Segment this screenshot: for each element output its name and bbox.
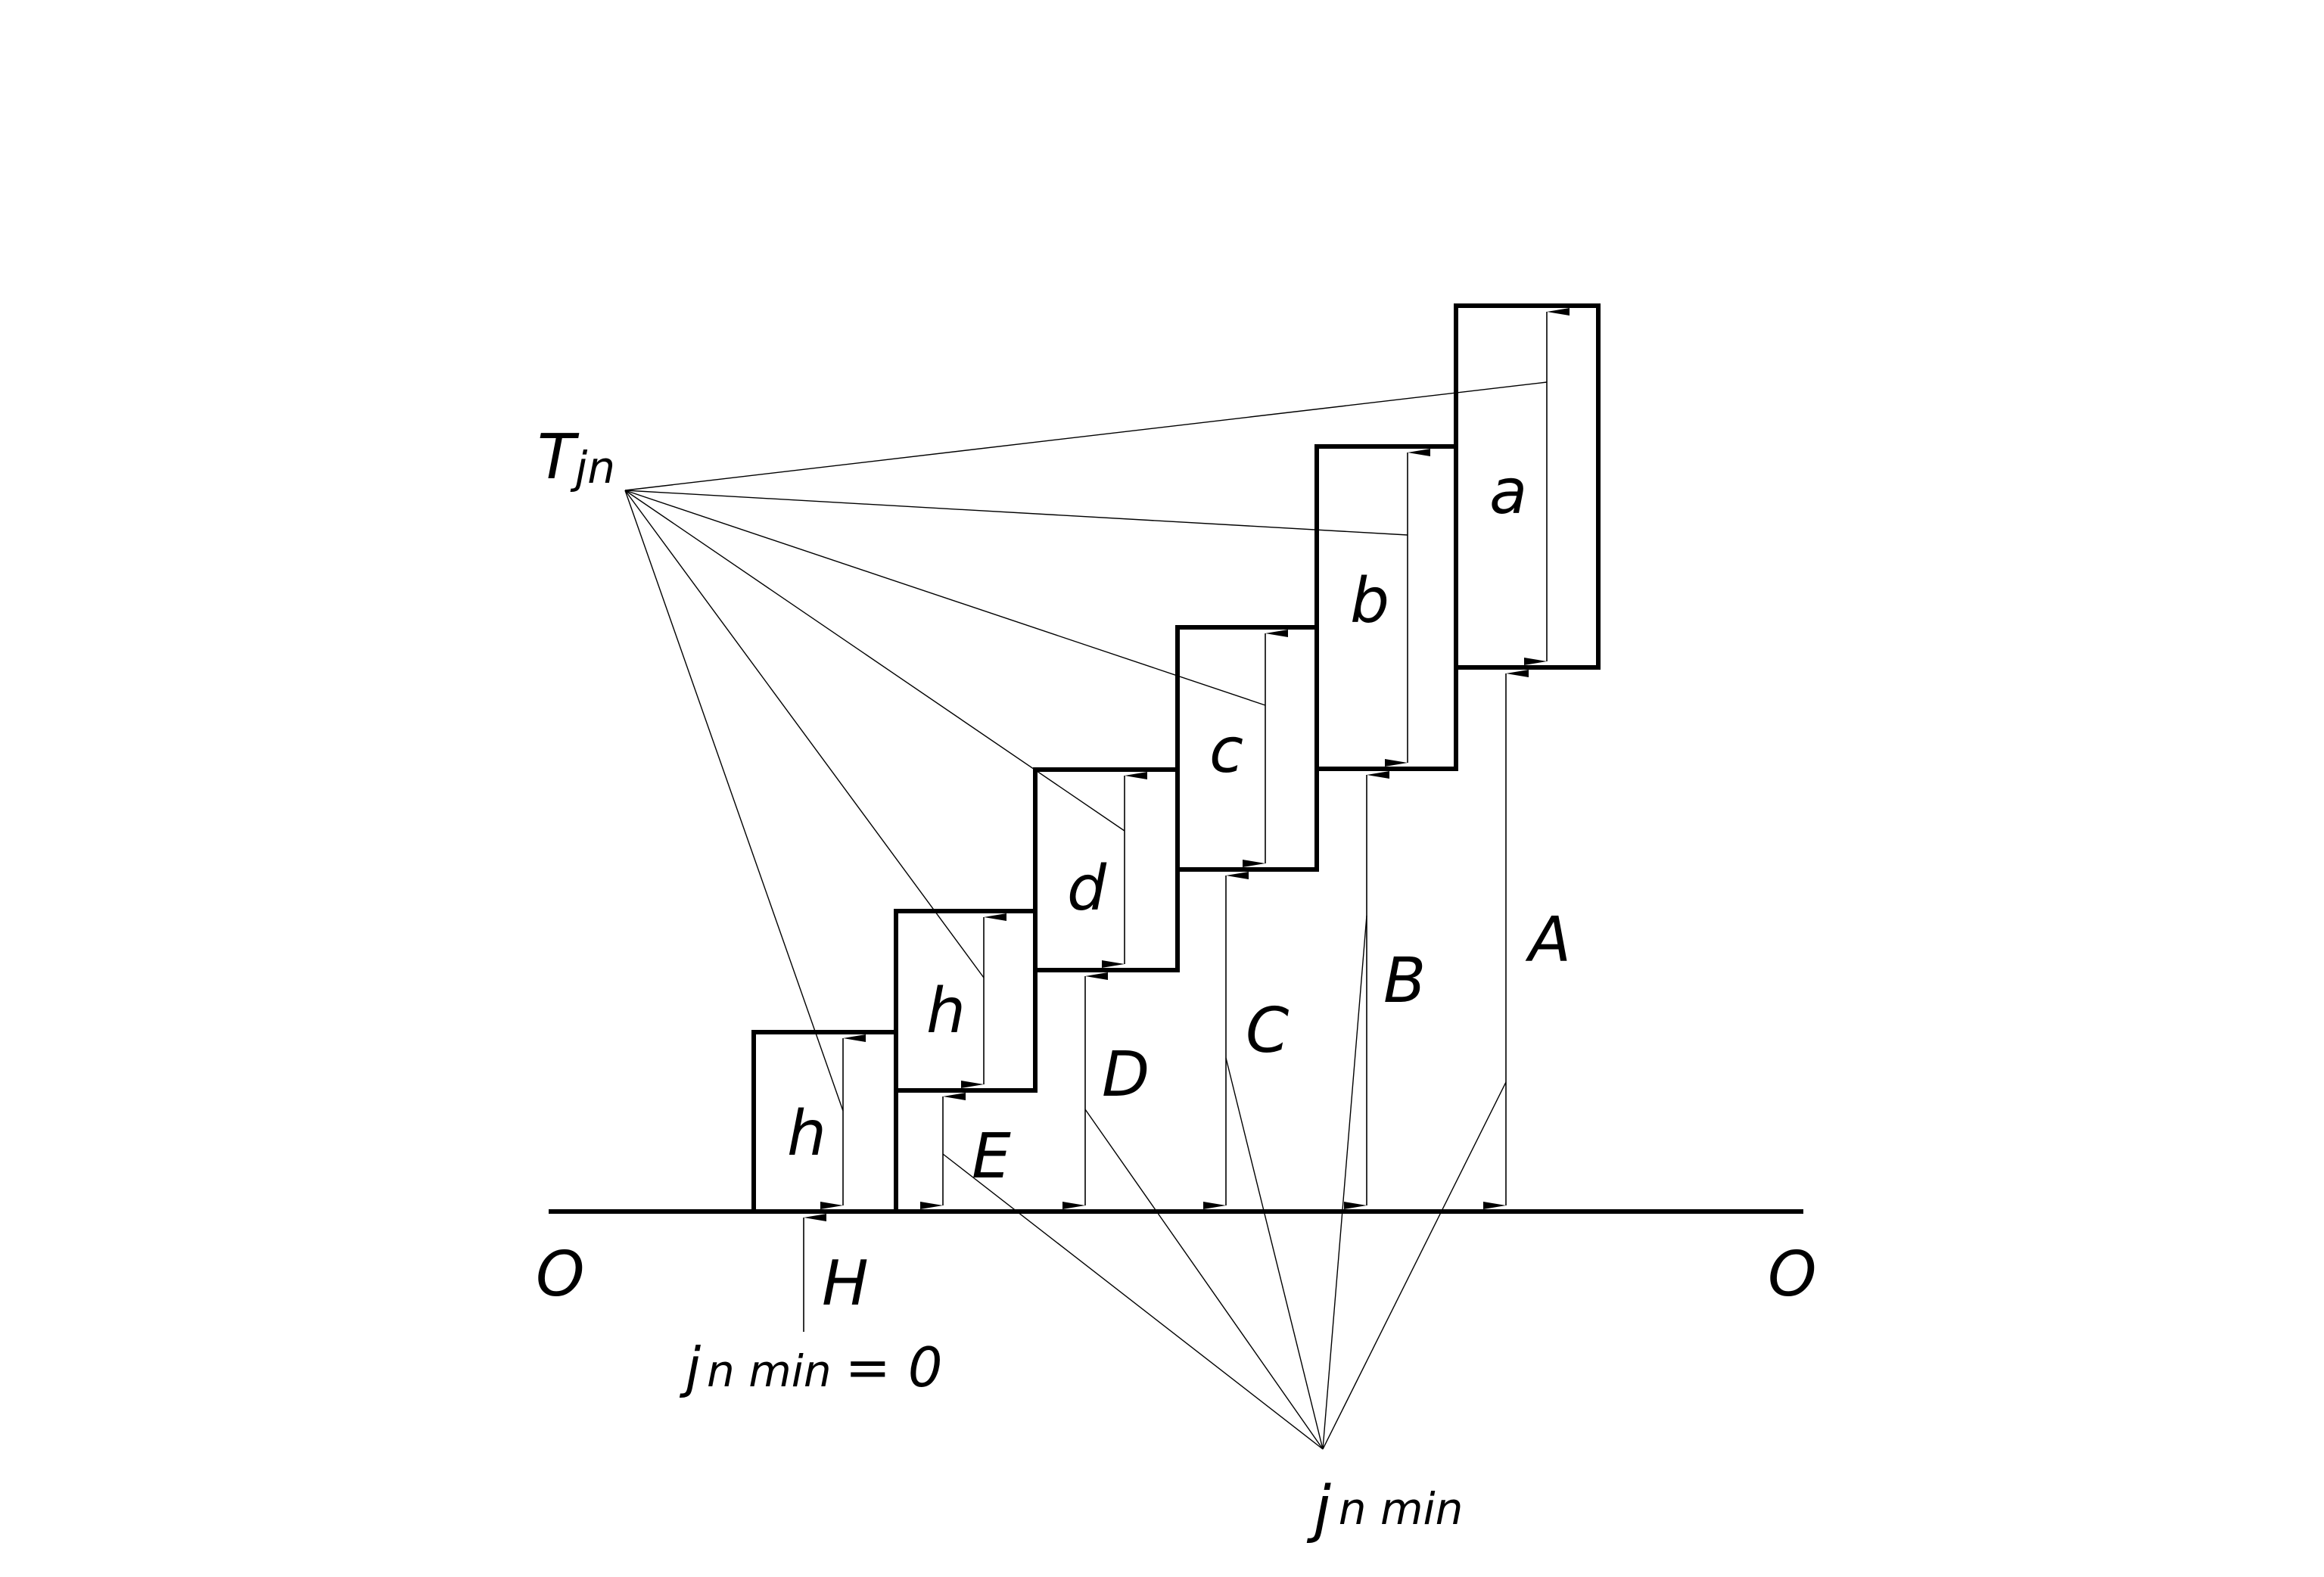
step-h-lower-label: h (787, 1098, 826, 1170)
axis-left-label: O (536, 1239, 585, 1311)
step-a-label: a (1489, 456, 1527, 528)
block-h-upper (894, 909, 1038, 1093)
step-d-label: d (1067, 853, 1107, 925)
level-c-label: C (1246, 995, 1289, 1067)
leaders-tjn (624, 381, 1548, 1112)
level-e-label: E (972, 1121, 1011, 1193)
level-h-label: H (822, 1248, 869, 1320)
block-c (1175, 625, 1319, 872)
leaders-jnmin (942, 915, 1507, 1450)
axis-right-label: O (1768, 1239, 1817, 1311)
block-d (1033, 767, 1180, 972)
step-h-upper-label: h (926, 975, 966, 1047)
level-a-label: A (1525, 904, 1571, 976)
block-b (1314, 444, 1458, 771)
tjn-label: Tjn (537, 421, 615, 493)
block-h-lower (751, 1030, 898, 1214)
level-b-label: B (1383, 945, 1426, 1017)
step-c-label: c (1209, 715, 1243, 787)
level-d-label: D (1102, 1039, 1150, 1111)
step-b-label: b (1350, 565, 1389, 637)
